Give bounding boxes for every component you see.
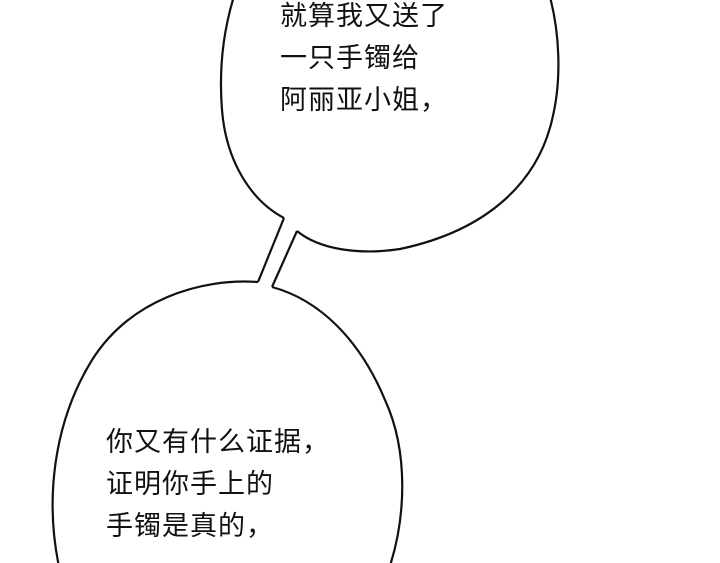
speech-bubble-bottom — [51, 280, 404, 563]
speech-line: 阿丽亚小姐， — [280, 85, 448, 116]
speech-text-bottom: 你又有什么证据， 证明你手上的 手镯是真的， — [106, 422, 330, 548]
bubble-connector-right — [270, 230, 299, 288]
speech-line: 手镯是真的， — [106, 511, 274, 542]
speech-line: 证明你手上的 — [106, 469, 274, 500]
bubble-connector-left — [256, 217, 286, 283]
speech-text-top: 就算我又送了 一只手镯给 阿丽亚小姐， — [280, 0, 448, 122]
speech-line: 一只手镯给 — [280, 43, 420, 74]
speech-line: 你又有什么证据， — [106, 427, 330, 458]
speech-line: 就算我又送了 — [280, 1, 448, 32]
speech-bubble-top — [219, 0, 560, 253]
